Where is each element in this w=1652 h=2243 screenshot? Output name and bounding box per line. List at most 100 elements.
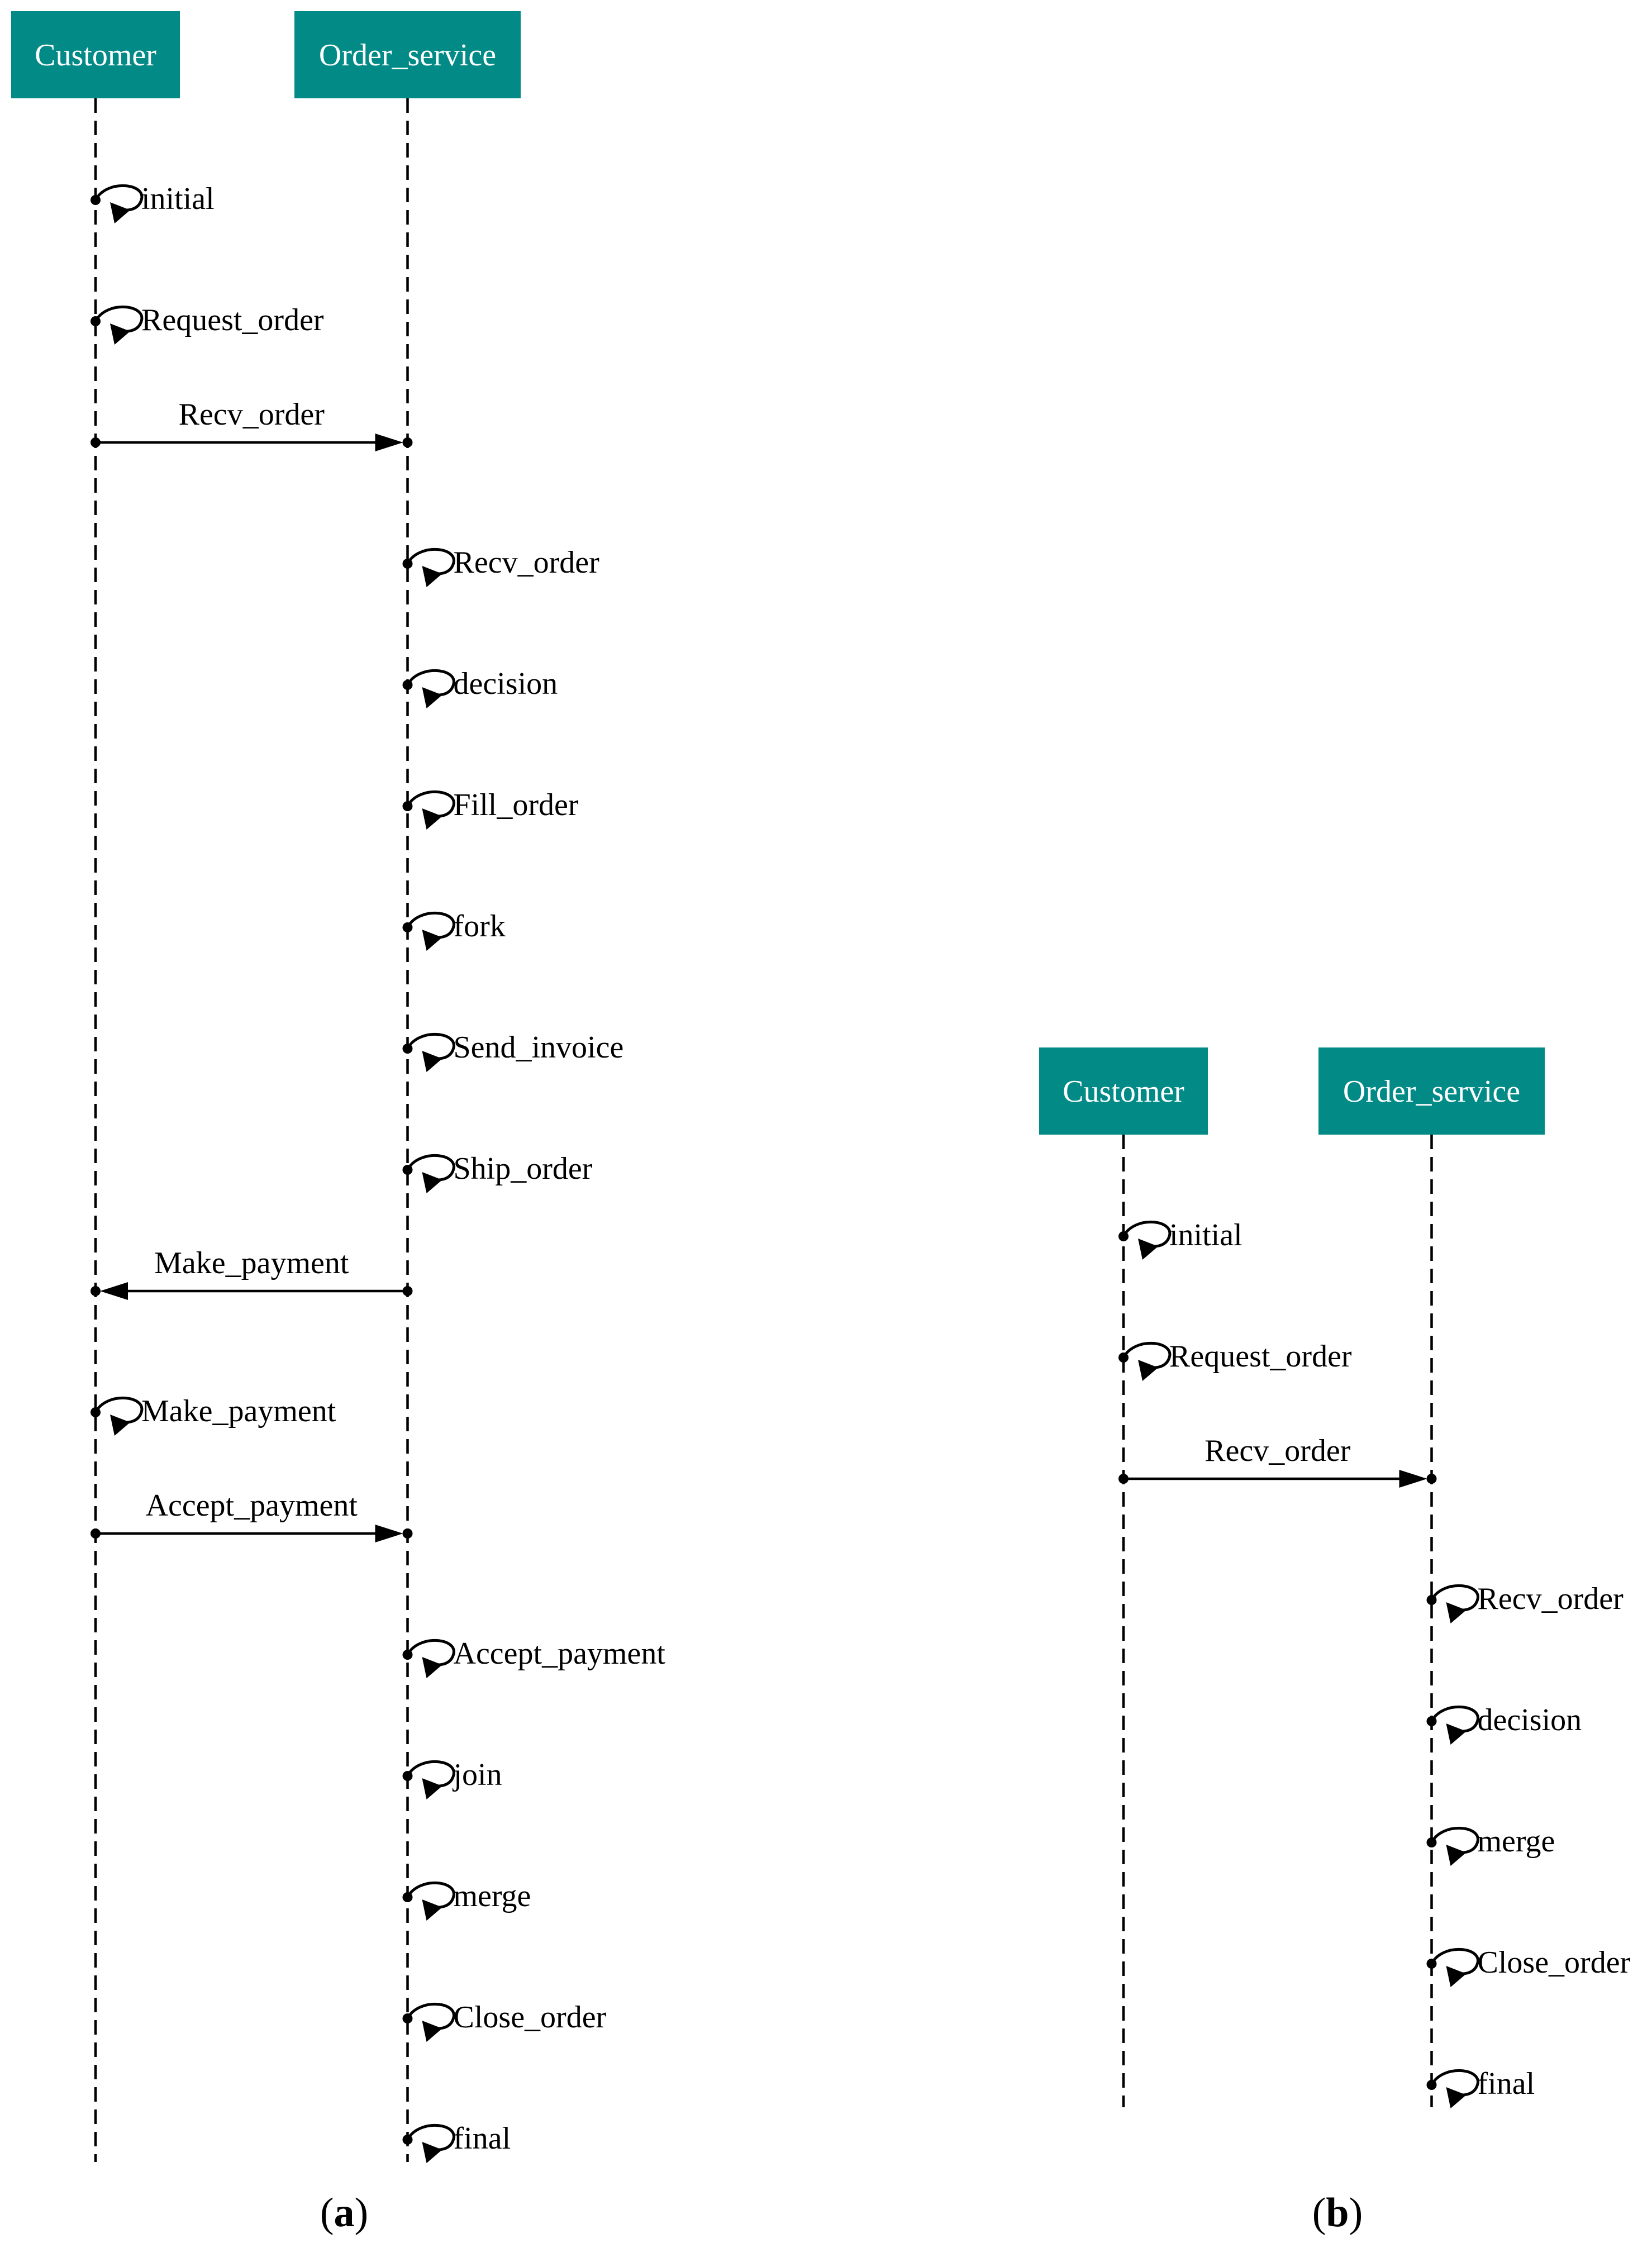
- self-message: initial: [91, 182, 215, 223]
- arrowhead-icon: [422, 1051, 442, 1072]
- arrowhead-icon: [110, 202, 130, 223]
- arrowhead-icon: [1138, 1239, 1158, 1260]
- arrowhead-icon: [1399, 1470, 1427, 1488]
- self-message-label: Fill_order: [454, 788, 579, 822]
- actor-label: Order_service: [319, 38, 496, 73]
- self-message: merge: [402, 1879, 531, 1921]
- arrowhead-icon: [422, 1172, 442, 1193]
- self-message: Ship_order: [402, 1151, 593, 1193]
- arrowhead-icon: [422, 687, 442, 708]
- caption-open: (: [320, 2190, 334, 2236]
- actor-label: Customer: [1063, 1074, 1184, 1109]
- self-message: merge: [1426, 1824, 1555, 1866]
- message-arrow: Make_payment: [91, 1246, 413, 1300]
- self-message: Close_order: [1426, 1945, 1631, 1987]
- self-message-label: fork: [454, 909, 506, 944]
- self-message-label: merge: [454, 1879, 531, 1913]
- self-message: Close_order: [402, 2000, 607, 2042]
- message-label: Make_payment: [154, 1246, 349, 1280]
- self-message-label: initial: [1169, 1218, 1242, 1253]
- event-dot: [1426, 1474, 1437, 1484]
- self-message: Send_invoice: [402, 1030, 624, 1072]
- self-message-label: Request_order: [141, 303, 324, 337]
- self-message-label: Ship_order: [454, 1151, 593, 1186]
- self-message-label: Request_order: [1169, 1339, 1352, 1374]
- arrowhead-icon: [1446, 1602, 1467, 1623]
- actor-order-service: Order_service: [294, 11, 521, 98]
- arrowhead-icon: [422, 1899, 442, 1921]
- self-message: Request_order: [1118, 1339, 1352, 1381]
- self-message-label: final: [454, 2121, 511, 2156]
- diagram-panel-a: Customer Order_serviceinitialRequest_orde…: [11, 11, 665, 2236]
- self-message: Accept_payment: [402, 1636, 666, 1678]
- actor-customer: Customer: [11, 11, 180, 98]
- arrowhead-icon: [422, 566, 442, 587]
- caption-letter: b: [1326, 2190, 1349, 2236]
- arrowhead-icon: [1446, 1966, 1467, 1987]
- self-message: initial: [1118, 1218, 1242, 1260]
- self-message-label: join: [453, 1758, 502, 1792]
- arrowhead-icon: [1446, 2087, 1467, 2108]
- panel-caption: (a): [320, 2190, 368, 2236]
- self-message: Recv_order: [402, 545, 600, 587]
- self-message-label: Accept_payment: [454, 1636, 666, 1671]
- message-arrow: Recv_order: [91, 397, 413, 451]
- arrowhead-icon: [100, 1282, 128, 1300]
- self-message: Request_order: [91, 303, 324, 345]
- caption-close: ): [1349, 2190, 1363, 2236]
- arrowhead-icon: [1446, 1723, 1467, 1745]
- event-dot: [402, 1528, 413, 1539]
- self-message-label: Close_order: [1478, 1945, 1631, 1980]
- caption-open: (: [1312, 2190, 1326, 2236]
- actor-label: Customer: [35, 38, 156, 73]
- actor-box: [11, 11, 180, 98]
- arrowhead-icon: [375, 1525, 403, 1542]
- arrowhead-icon: [422, 1778, 442, 1799]
- message-label: Accept_payment: [146, 1488, 358, 1523]
- self-message: final: [402, 2121, 511, 2163]
- arrowhead-icon: [1138, 1360, 1158, 1381]
- message-arrow: Recv_order: [1118, 1434, 1437, 1488]
- actor-box: [1039, 1047, 1208, 1135]
- event-dot: [402, 437, 413, 447]
- panel-caption: (b): [1312, 2190, 1363, 2236]
- self-message-label: Make_payment: [141, 1394, 336, 1428]
- self-message-label: final: [1478, 2066, 1535, 2101]
- diagram-panel-b: Customer Order_serviceinitialRequest_orde…: [1039, 1047, 1631, 2236]
- message-label: Recv_order: [179, 397, 325, 432]
- arrowhead-icon: [110, 323, 130, 345]
- self-message: decision: [1426, 1703, 1582, 1745]
- arrowhead-icon: [1446, 1845, 1467, 1866]
- self-message-label: initial: [141, 182, 215, 216]
- actor-order-service: Order_service: [1318, 1047, 1545, 1135]
- actor-box: [294, 11, 521, 98]
- message-label: Recv_order: [1205, 1434, 1351, 1468]
- arrowhead-icon: [422, 930, 442, 951]
- self-message: Recv_order: [1426, 1582, 1624, 1623]
- self-message-label: Send_invoice: [454, 1030, 624, 1065]
- message-arrow: Accept_payment: [91, 1488, 413, 1542]
- self-message: Make_payment: [91, 1394, 336, 1436]
- event-dot: [91, 1286, 101, 1296]
- caption-close: ): [355, 2190, 369, 2236]
- self-message-label: merge: [1478, 1824, 1555, 1859]
- self-message-label: Close_order: [454, 2000, 607, 2035]
- self-message: final: [1426, 2066, 1535, 2108]
- actor-box: [1318, 1047, 1545, 1135]
- self-message: fork: [402, 909, 506, 951]
- self-message-label: decision: [454, 666, 558, 701]
- arrowhead-icon: [375, 434, 403, 451]
- self-message-label: Recv_order: [454, 545, 600, 580]
- caption-letter: a: [334, 2190, 355, 2236]
- arrowhead-icon: [110, 1415, 130, 1436]
- self-message: decision: [402, 666, 558, 708]
- actor-customer: Customer: [1039, 1047, 1208, 1135]
- self-message-label: Recv_order: [1478, 1582, 1624, 1616]
- arrowhead-icon: [422, 2142, 442, 2163]
- self-message-label: decision: [1478, 1703, 1582, 1737]
- arrowhead-icon: [422, 2021, 442, 2042]
- self-message: join: [402, 1758, 502, 1799]
- self-message: Fill_order: [402, 788, 579, 830]
- actor-label: Order_service: [1343, 1074, 1520, 1109]
